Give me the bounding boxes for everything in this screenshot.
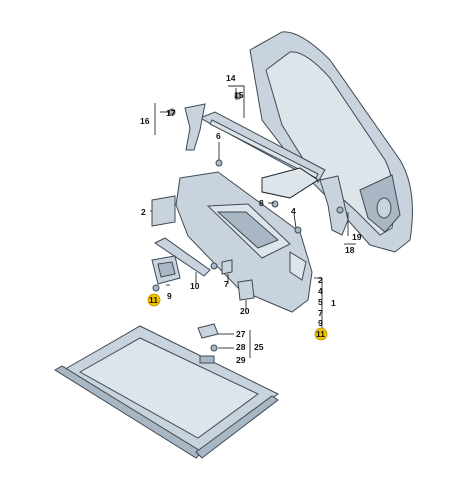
luggage-compartment-cover xyxy=(54,325,279,459)
bracket-frame xyxy=(261,167,319,199)
label-9: 9 xyxy=(167,291,172,301)
label-16: 16 xyxy=(140,116,150,126)
right-pillar-trim xyxy=(319,175,349,236)
upper-trim-strip xyxy=(198,111,326,183)
label-group-4: 4 xyxy=(318,286,323,296)
leader-lines xyxy=(150,85,356,358)
label-17: 17 xyxy=(166,108,176,118)
label-25: 25 xyxy=(254,342,264,352)
label-group-2: 2 xyxy=(318,275,323,285)
highlight-marker-11-right xyxy=(314,327,328,341)
label-11-left: 11 xyxy=(149,295,158,305)
label-group-7: 7 xyxy=(318,308,323,318)
label-28: 28 xyxy=(236,342,246,352)
label-8: 8 xyxy=(259,198,264,208)
fasteners xyxy=(152,92,344,352)
label-15: 15 xyxy=(234,90,244,100)
highlight-marker-11-left xyxy=(147,293,161,307)
label-6: 6 xyxy=(216,131,221,141)
label-18: 18 xyxy=(345,245,355,255)
lower-trim-strip xyxy=(154,237,211,277)
cover-cap xyxy=(237,279,255,301)
lower-tailgate-panel xyxy=(175,171,313,313)
label-7: 7 xyxy=(224,279,229,289)
label-19: 19 xyxy=(352,232,362,242)
label-29: 29 xyxy=(236,355,246,365)
label-2: 2 xyxy=(141,207,146,217)
label-14: 14 xyxy=(226,73,236,83)
label-group-5: 5 xyxy=(318,297,323,307)
label-4: 4 xyxy=(291,206,296,216)
label-group-9: 9 xyxy=(318,318,323,328)
holder-part xyxy=(197,323,219,339)
label-11-right: 11 xyxy=(316,329,325,339)
tailgate-frame xyxy=(249,31,413,253)
label-10: 10 xyxy=(190,281,200,291)
label-20: 20 xyxy=(240,306,250,316)
label-27: 27 xyxy=(236,329,246,339)
left-pillar-trim xyxy=(184,103,206,151)
grab-handle xyxy=(151,255,181,285)
clip-part xyxy=(221,259,233,275)
small-cover-panel xyxy=(151,195,176,227)
label-1: 1 xyxy=(331,298,336,308)
